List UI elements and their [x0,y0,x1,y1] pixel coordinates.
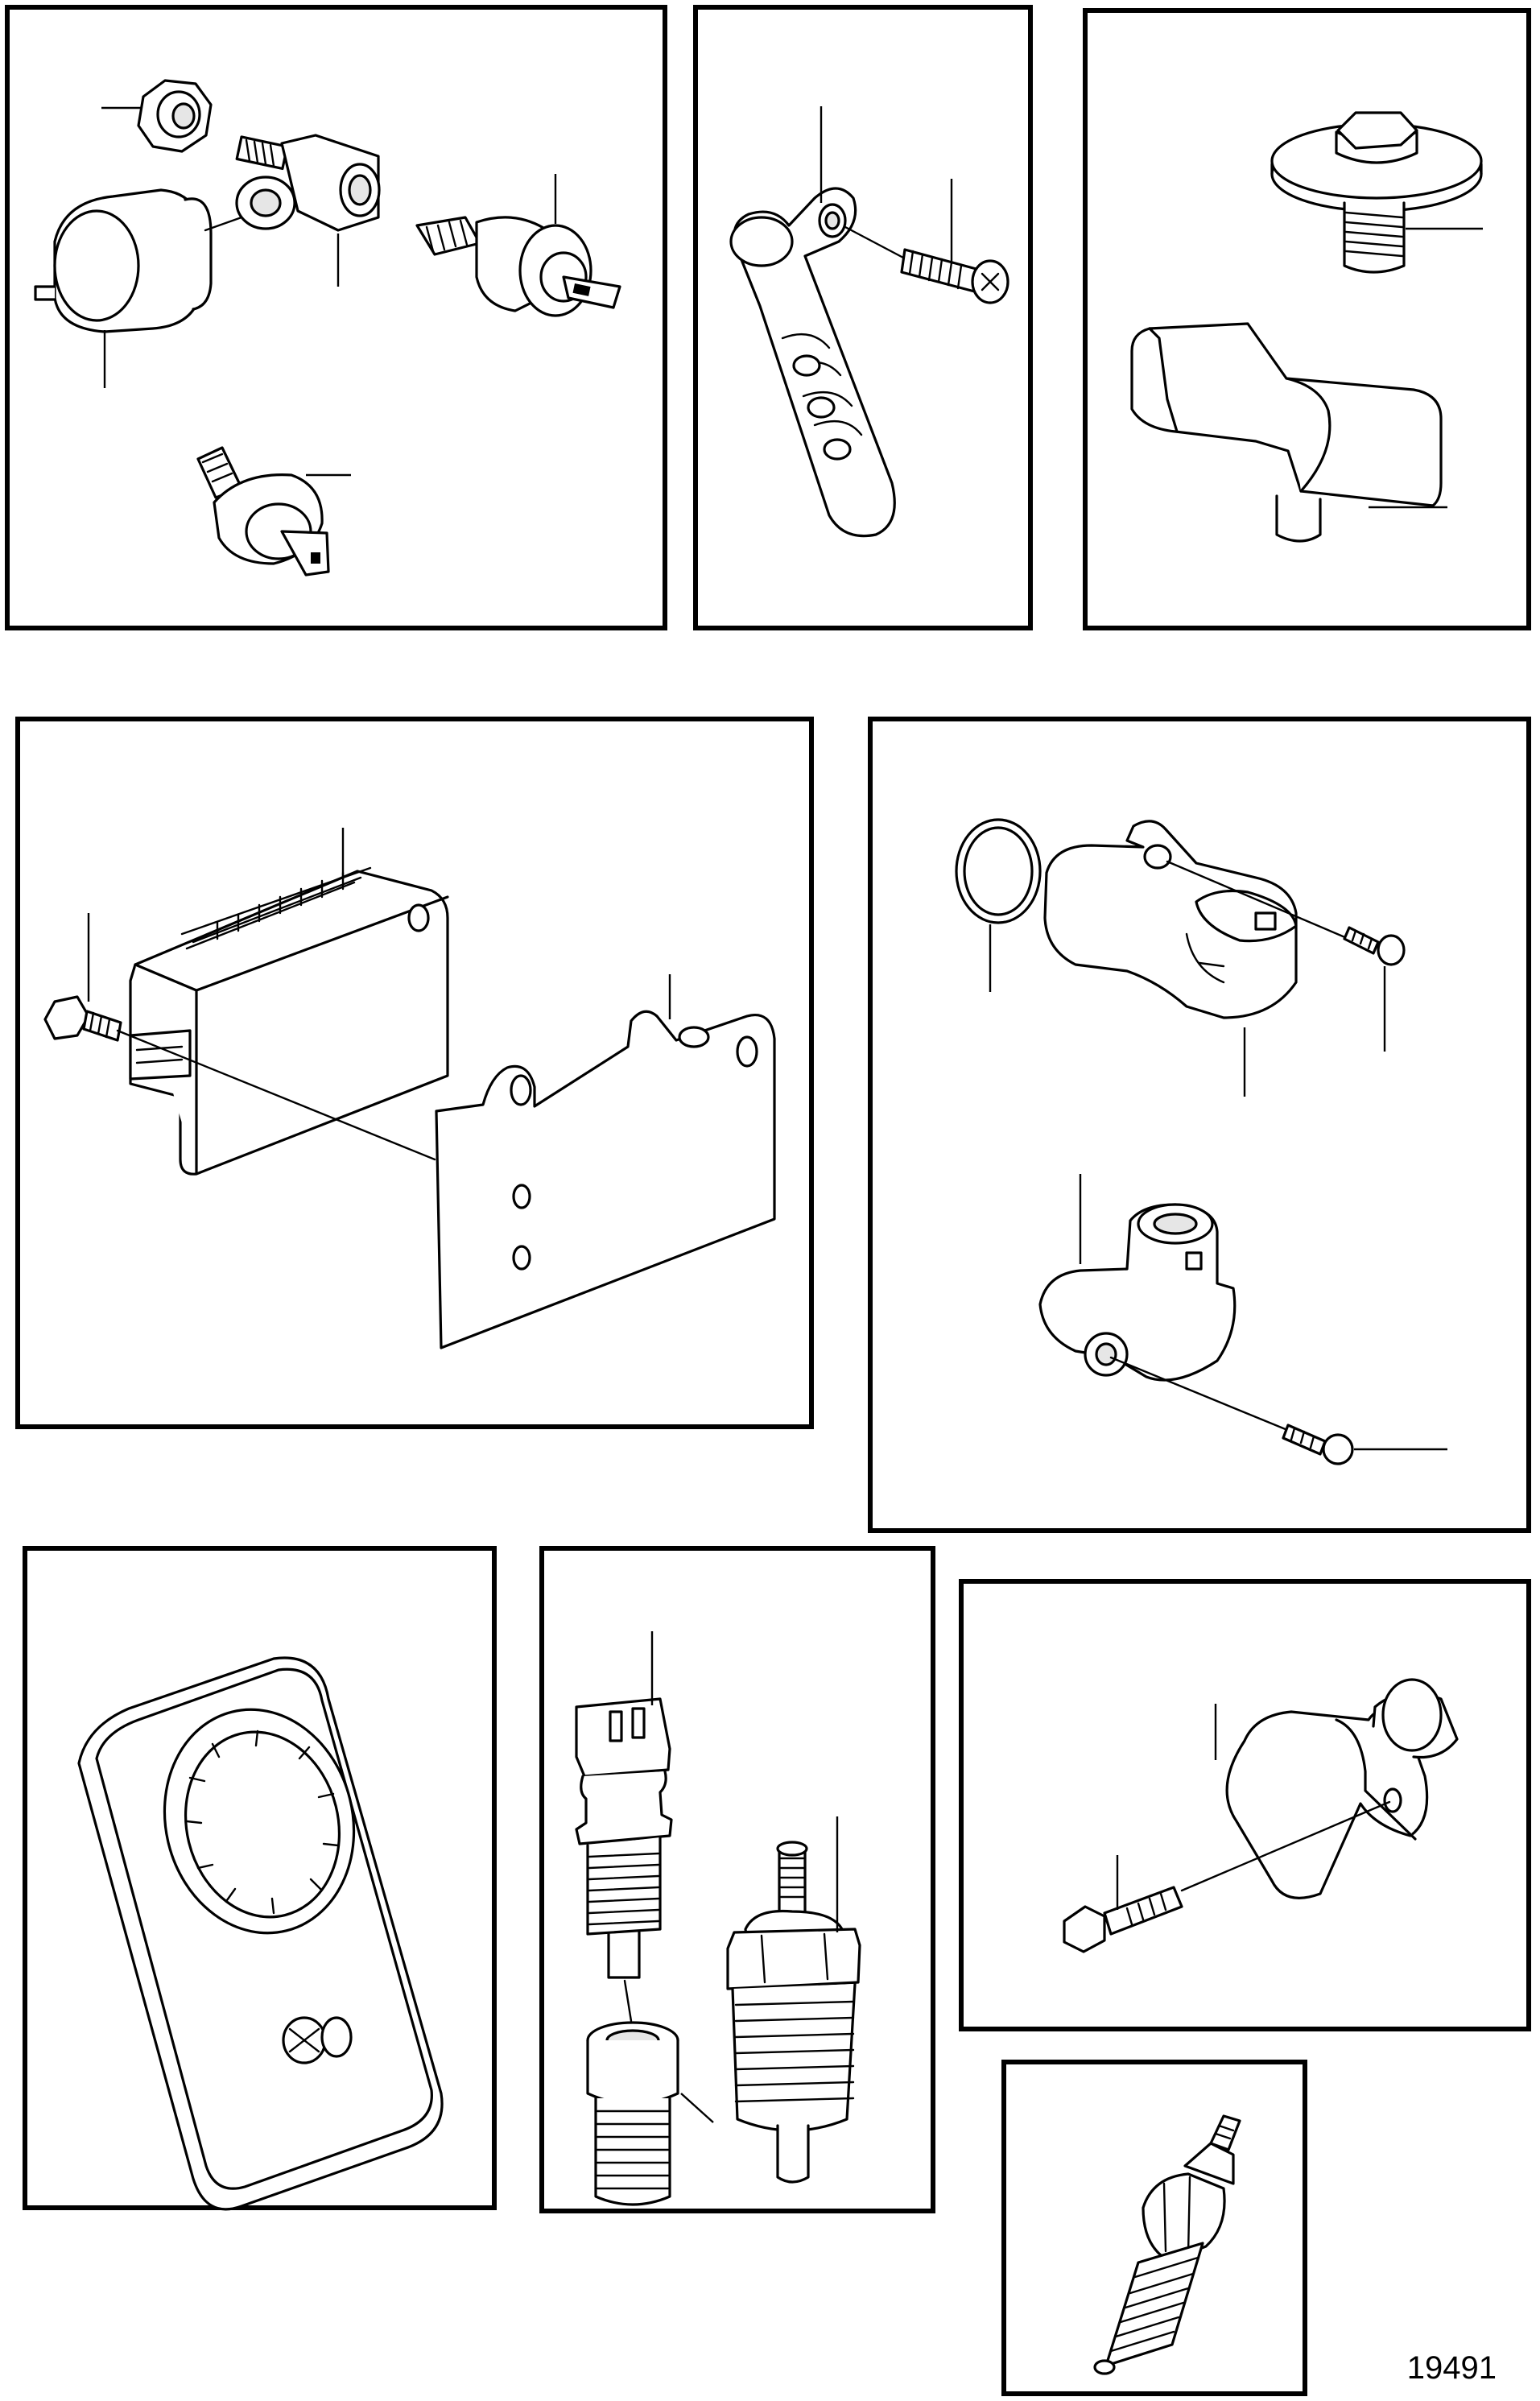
pressure-switch-part [415,216,621,317]
panel-frame-lever-sensor [693,5,1033,630]
screw-part-2 [1282,1424,1354,1465]
pressure-sender-assembly [34,79,621,576]
temperature-senders-assembly [575,1631,861,2206]
panel-frame-knock-sensor [1001,2060,1307,2396]
speed-bolt-axis-line [1180,1800,1391,1892]
tee-fitting-part [235,134,381,232]
panel-frame-display-unit [23,1546,497,2210]
position-sensor-part [1043,820,1298,1019]
lever-sensor-assembly [729,106,1009,538]
adapter-part [586,2021,679,2206]
screw-part-1 [1343,926,1406,966]
sensor-arm-part [729,187,896,538]
screw-axis-line-2 [1109,1356,1293,1433]
control-module-part [129,866,449,1176]
flange-bolt-part [1270,111,1483,274]
display-housing-part [77,1656,444,2211]
map-sensor-body-part [1130,322,1443,543]
screw-axis-line [844,225,905,259]
bolt-axis-line [116,1029,436,1161]
display-unit-assembly [77,1656,444,2211]
nipple-part [235,135,289,171]
sender-single-pole-part [726,1841,861,2184]
nut-part [137,79,213,153]
leader-adapter [680,2093,714,2123]
figure-number: 19491 [1406,2350,1497,2386]
adapter-axis-line [623,1979,633,2023]
knock-sensor-assembly [1093,2114,1241,2375]
panel-frame-position-sensors [868,717,1531,1533]
o-ring-part [955,818,1042,924]
screw-axis-line-1 [1166,860,1354,942]
control-module-assembly [43,828,776,1349]
sender-with-connector-part [575,1697,673,1979]
panel-frame-control-module [15,717,814,1429]
module-bolt-part [43,995,122,1042]
knock-sensor-part [1093,2114,1241,2375]
screw-knob-part [282,2016,353,2064]
speed-sensor-assembly [1063,1678,1459,1953]
pressure-switch-small-part [196,446,330,576]
panel-frame-temperature-senders [539,1546,935,2213]
position-sensor-alt-part [1038,1203,1237,1382]
position-sensors-assembly [955,818,1447,1465]
speed-bolt-part [1063,1886,1183,1953]
panel-frame-speed-sensor [959,1579,1531,2031]
pressure-sender-part [34,188,243,333]
screw-part [900,248,1009,304]
mounting-bracket-part [435,1010,776,1349]
map-sensor-assembly [1130,111,1483,543]
panel-frame-map-sensor [1083,8,1531,630]
panel-frame-pressure-sender [5,5,667,630]
speed-sensor-part [1225,1678,1459,1899]
